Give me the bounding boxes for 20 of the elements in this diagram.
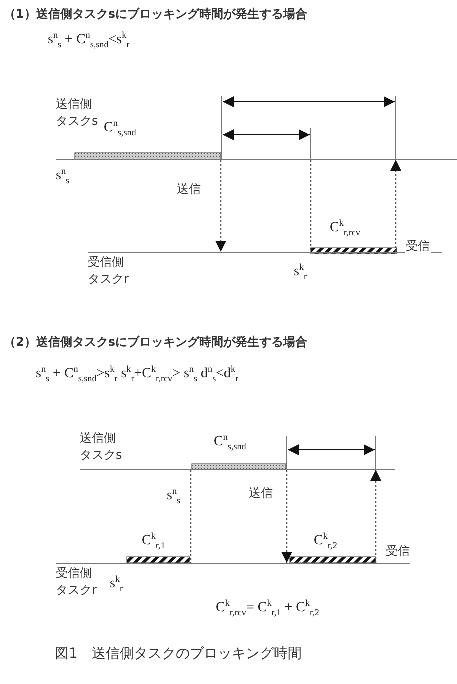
section-heading: （2）送信側タスクsにブロッキング時間が発生する場合 xyxy=(4,334,308,351)
message-arrow xyxy=(216,160,226,252)
edge-label: 受信 xyxy=(405,238,431,255)
task-label: 受信側タスクr xyxy=(88,254,130,288)
message-arrow xyxy=(370,470,382,563)
timeline xyxy=(56,563,410,595)
edge-label: 送信 xyxy=(248,485,274,502)
timeline xyxy=(56,96,457,160)
task-label: 送信側タスクs xyxy=(80,430,124,464)
figure-caption: 図1 送信側タスクのブロッキング時間 xyxy=(55,645,302,663)
message-arrow xyxy=(282,470,292,563)
task-label: 受信側タスクr xyxy=(56,565,98,600)
timeline xyxy=(80,430,395,470)
guide-line xyxy=(310,160,312,252)
section-heading: （1）送信側タスクsにブロッキング時間が発生する場合 xyxy=(4,6,308,23)
edge-label: 受信 xyxy=(385,543,411,560)
task-label: 送信側タスクs xyxy=(56,96,100,130)
message-arrow xyxy=(390,160,402,252)
edge-label: 送信 xyxy=(176,181,202,198)
guide-line xyxy=(190,470,192,563)
